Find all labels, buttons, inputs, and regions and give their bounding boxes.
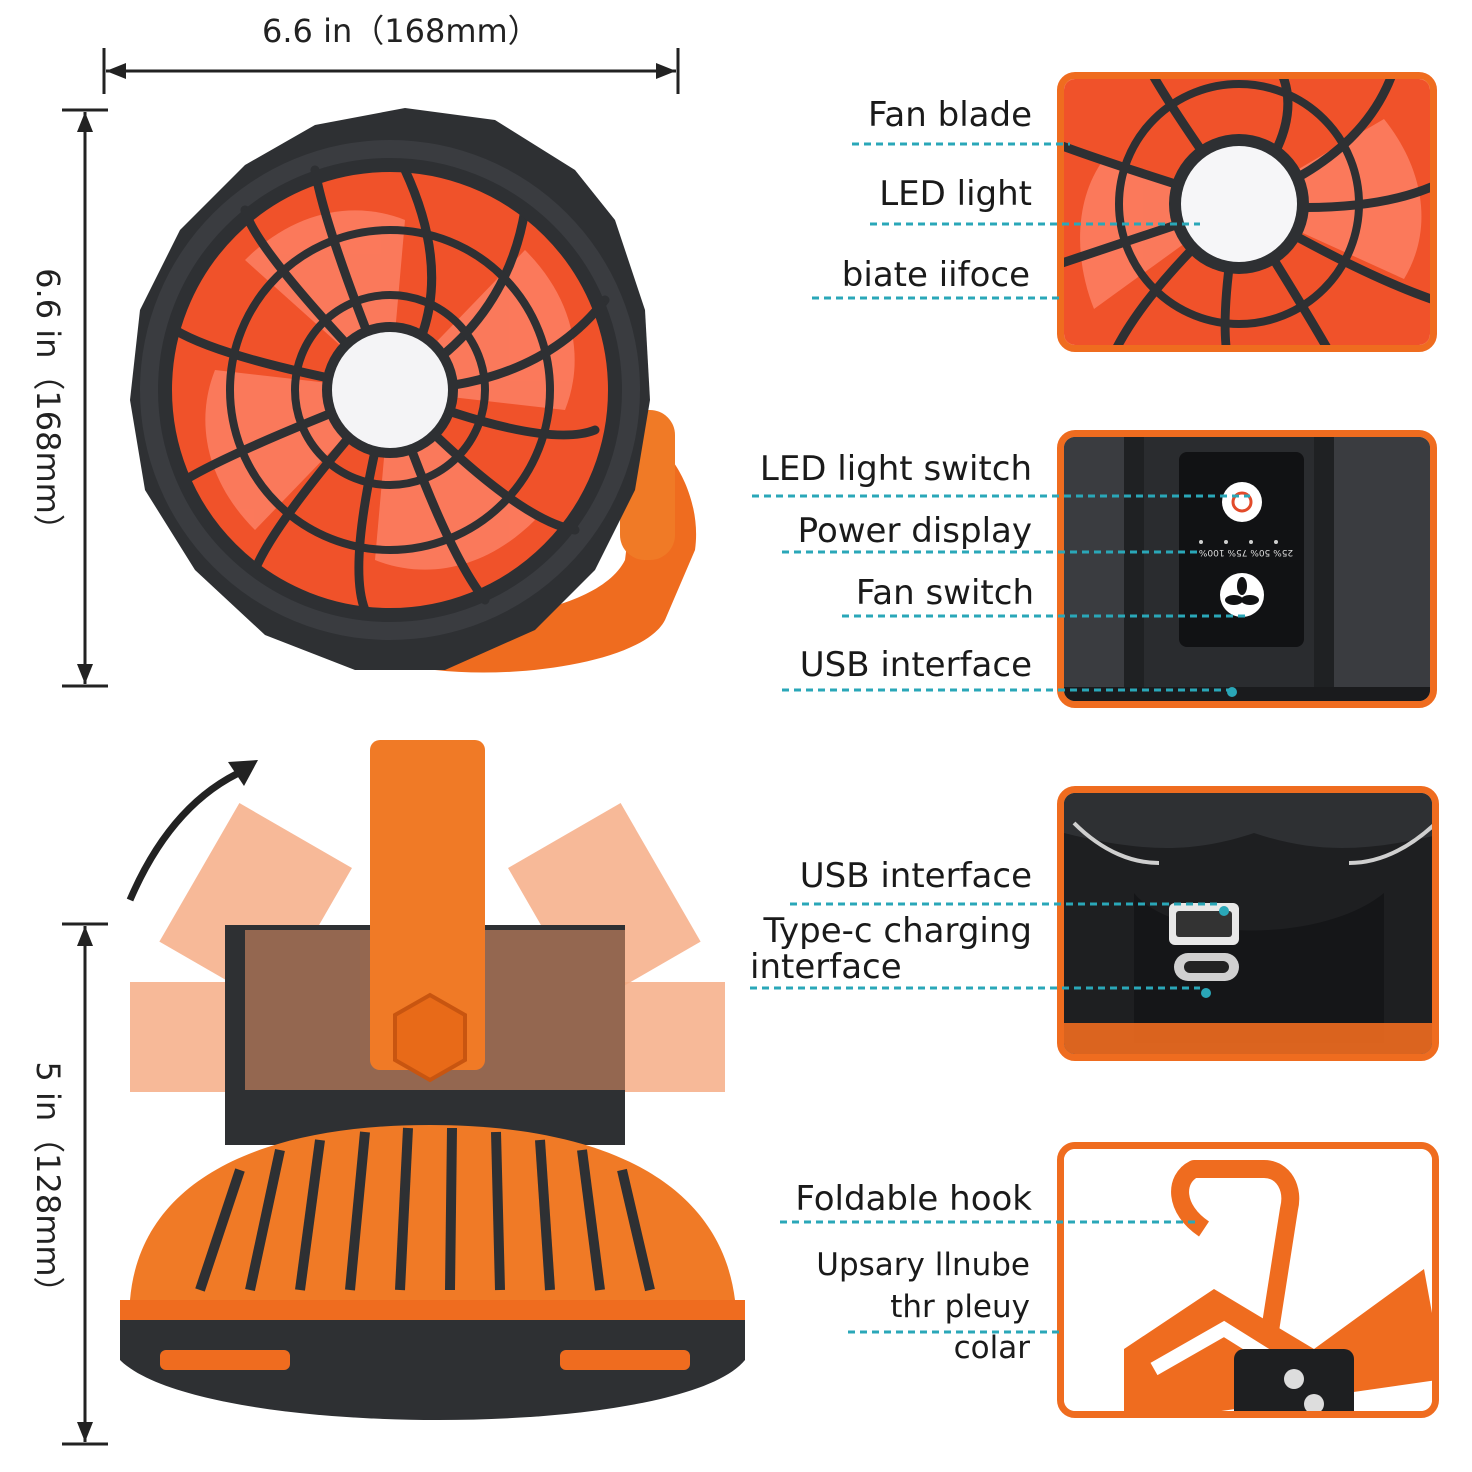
label-upsary-line1: Upsary llnube [816, 1247, 1030, 1283]
label-usb-interface-1: USB interface [799, 645, 1032, 685]
label-led-light: LED light [879, 174, 1032, 214]
label-typec-line2: interface [750, 947, 902, 987]
label-upsary-line3: colar [953, 1330, 1030, 1366]
panel-hook-closeup [1057, 1142, 1439, 1418]
label-fan-switch: Fan switch [855, 573, 1034, 613]
label-foldable-hook: Foldable hook [795, 1179, 1032, 1219]
panel-ports-closeup [1057, 786, 1439, 1061]
label-biate-iifoce: biate iifoce [841, 255, 1030, 295]
label-upsary-line2: thr pleuy [890, 1289, 1030, 1325]
label-typec-line1: Type-c charging [763, 911, 1032, 951]
panel-fan-closeup [1057, 72, 1437, 352]
fan-side-image [120, 740, 745, 1420]
label-power-display: Power display [797, 511, 1032, 551]
label-usb-interface-2: USB interface [799, 856, 1032, 896]
fan-front-image [130, 108, 697, 673]
label-led-light-switch: LED light switch [759, 449, 1032, 489]
top-width-arrow [102, 48, 680, 94]
label-fan-blade: Fan blade [868, 95, 1032, 135]
top-height-arrow [62, 108, 108, 688]
top-width-dimension: 6.6 in（168mm） [262, 12, 540, 50]
bottom-height-arrow [62, 922, 108, 1446]
